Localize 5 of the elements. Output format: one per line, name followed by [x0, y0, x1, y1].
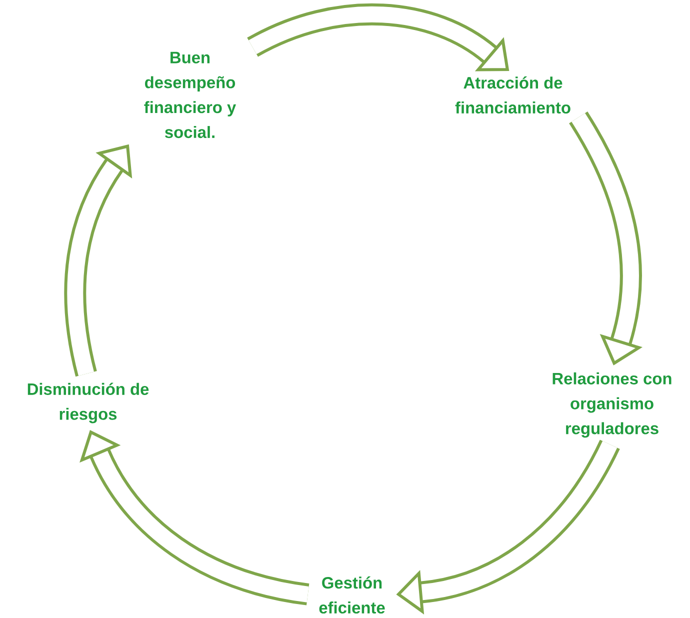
- cycle-label: Relaciones con organismo reguladores: [552, 372, 672, 438]
- cycle-label: Atracción de financiamiento: [455, 76, 570, 114]
- cycle-label: Disminución de riesgos: [28, 382, 149, 424]
- cycle-label: Gestión eficiente: [319, 576, 385, 614]
- cycle-label: Buen desempeño financiero y social.: [144, 52, 236, 138]
